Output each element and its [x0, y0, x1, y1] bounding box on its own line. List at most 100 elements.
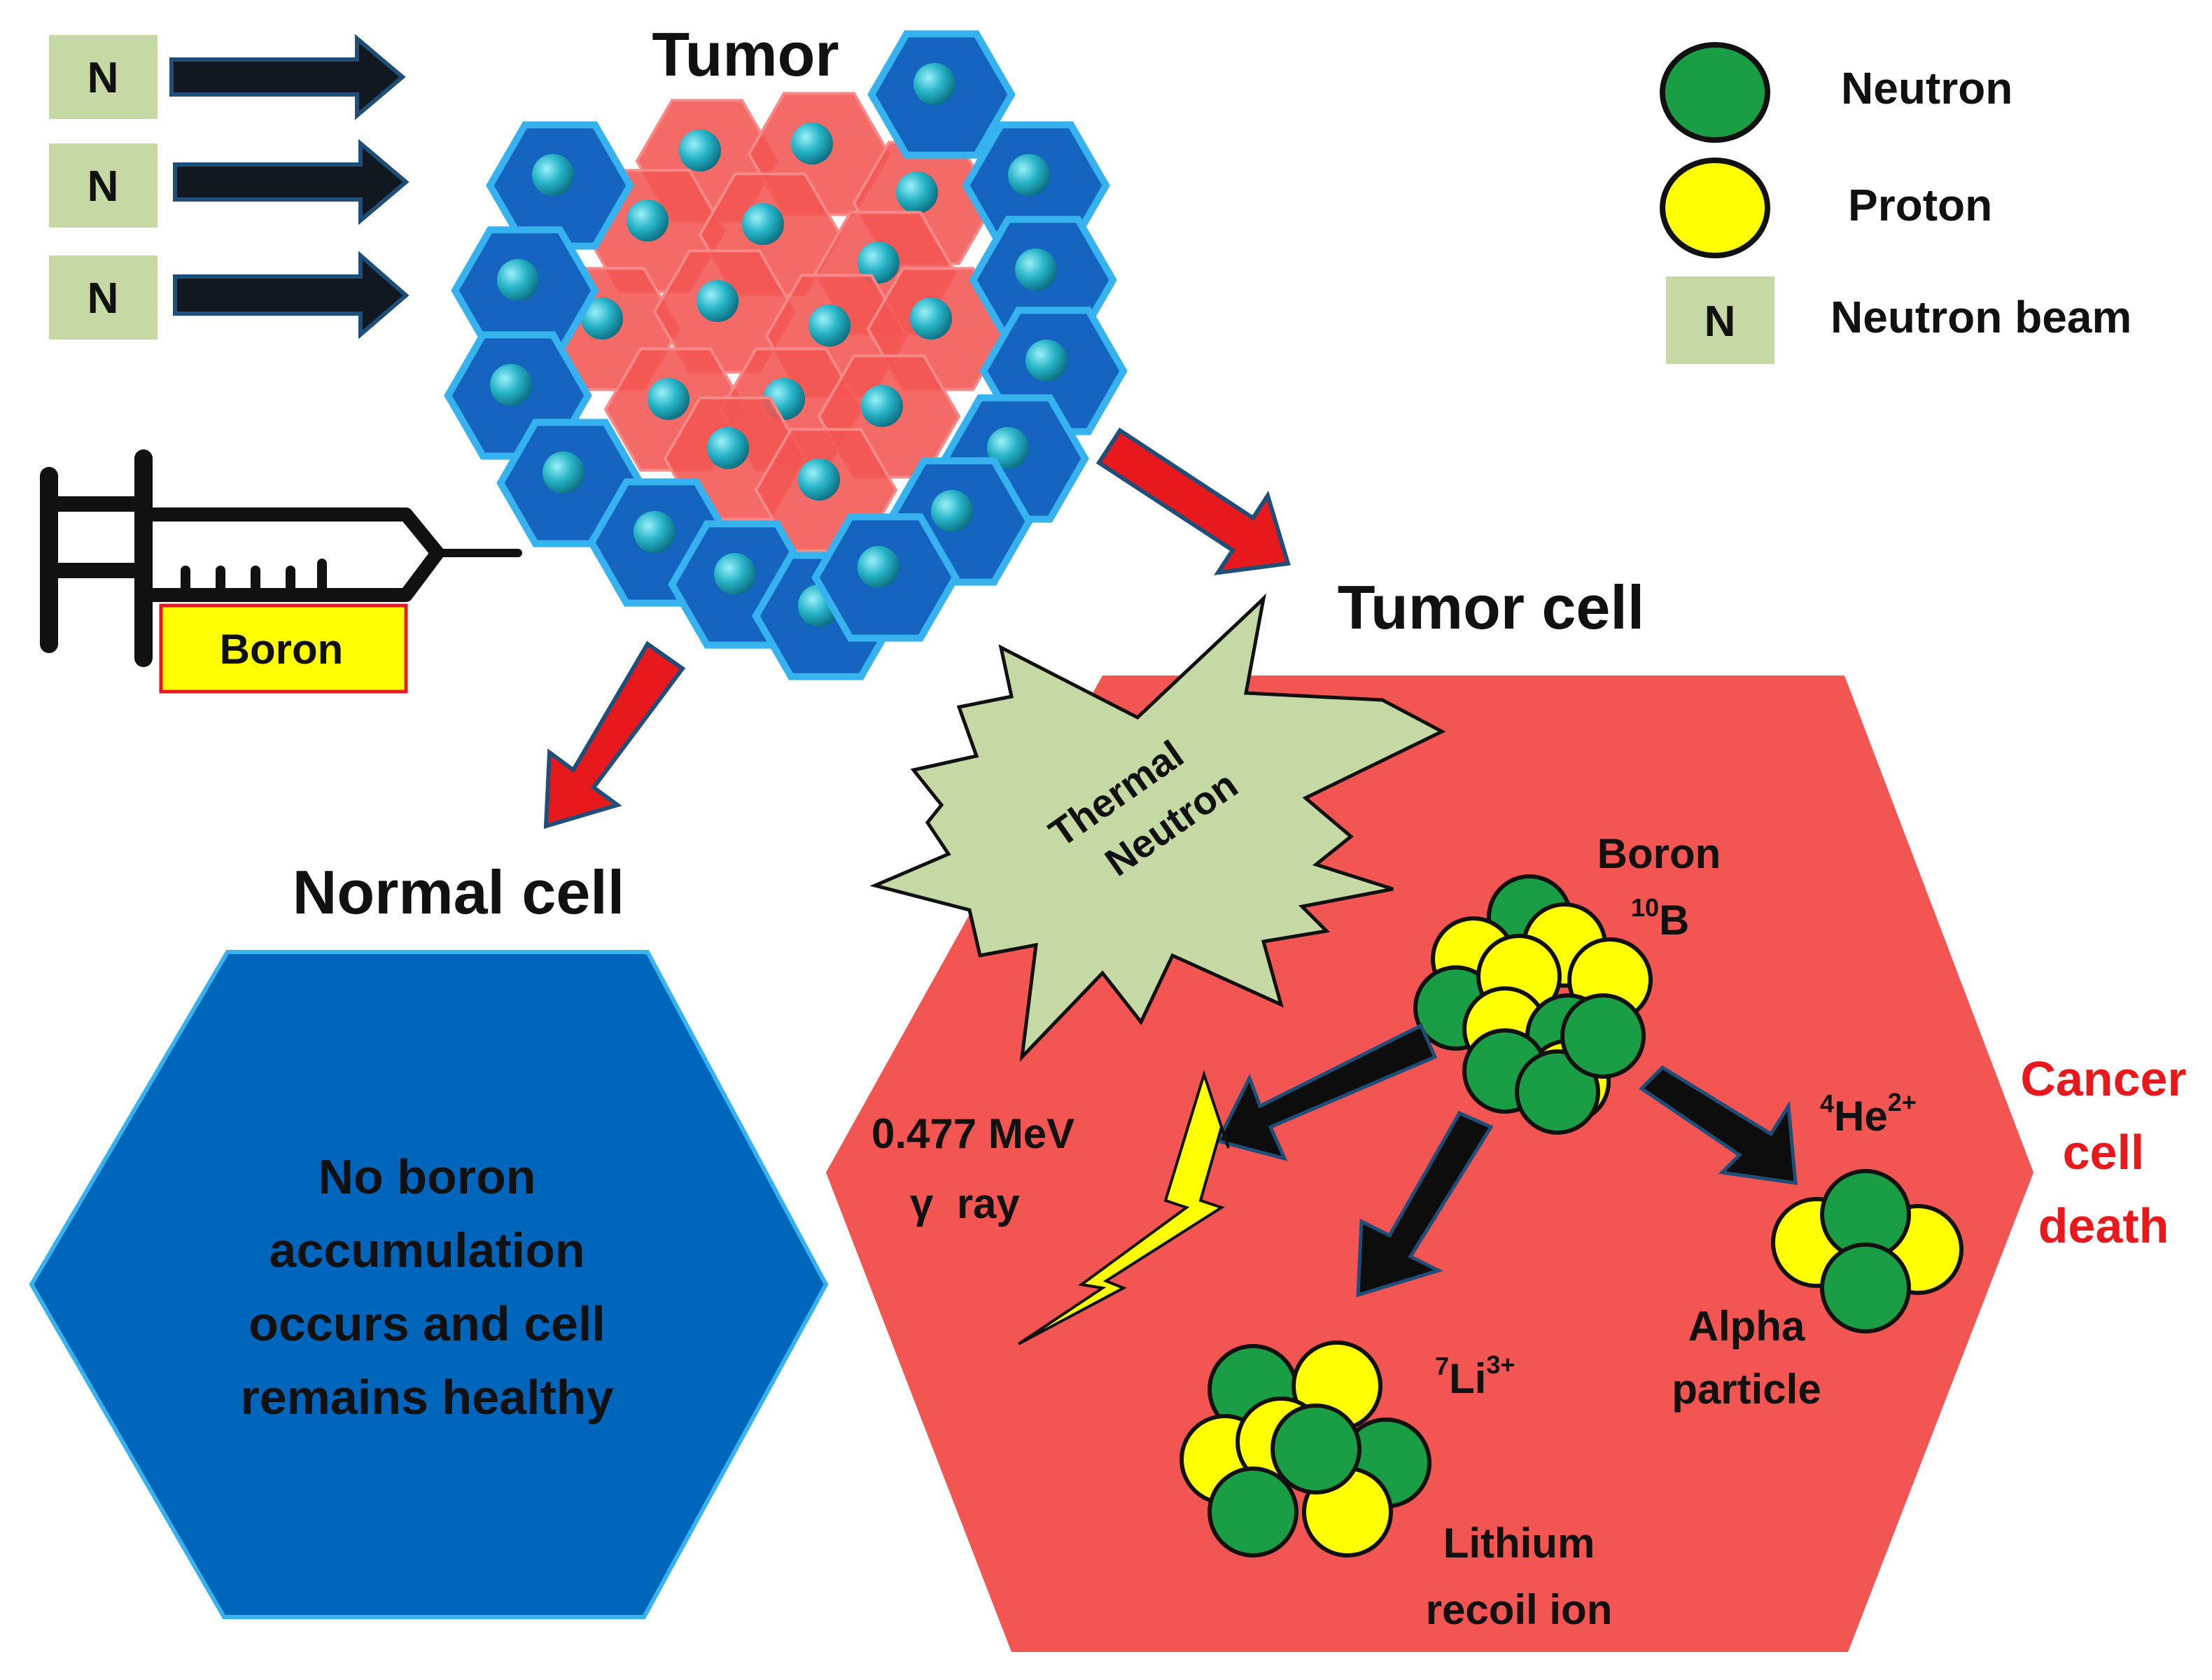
n-badge-label: N: [88, 162, 119, 211]
nucleus-icon: [858, 546, 899, 588]
normal-cell-line2: accumulation: [269, 1223, 584, 1278]
nucleus-icon: [896, 172, 938, 214]
n-badge-label: N: [88, 54, 119, 102]
b10-label: 10B: [1631, 893, 1689, 944]
lithium-label: 7Li3+: [1435, 1350, 1515, 1402]
lithium-symbol: Li: [1449, 1355, 1486, 1402]
nucleus-icon: [707, 427, 749, 469]
legend-neutron-beam: N Neutron beam: [1666, 276, 2132, 364]
beam-arrow-icon: [173, 139, 410, 225]
nucleus-icon: [1015, 248, 1057, 290]
cancer-death-line2: cell: [2063, 1125, 2145, 1180]
nucleus-icon: [931, 490, 973, 532]
gamma-ray-lightning-icon: [1017, 1070, 1230, 1345]
legend-proton: Proton: [1660, 158, 1992, 258]
syringe-label: Boron: [220, 626, 344, 673]
arrow-to-alpha-icon: [1639, 1065, 1798, 1185]
lithium-charge: 3+: [1486, 1350, 1515, 1379]
nucleus-icon: [1008, 154, 1050, 196]
nucleus-icon: [1026, 340, 1068, 382]
tumor-cluster: [444, 30, 1128, 680]
boron-10-nucleus: [1413, 874, 1653, 1135]
nucleus-icon: [542, 451, 584, 493]
lithium-label-line2: recoil ion: [1426, 1586, 1613, 1633]
boron-label: Boron: [1597, 830, 1721, 877]
tumor-cell-title: Tumor cell: [1338, 573, 1644, 642]
neutron-icon: [1660, 42, 1770, 143]
b10-mass-number: 10: [1631, 893, 1659, 922]
nucleus-icon: [581, 298, 623, 340]
arrow-to-gamma-icon: [1215, 1023, 1438, 1161]
cancer-death-line3: death: [2038, 1198, 2169, 1253]
nucleus-icon: [532, 154, 574, 196]
normal-cell-small: [811, 513, 960, 642]
thermal-neutron-burst-icon: [869, 593, 1446, 1063]
lithium-mass-number: 7: [1435, 1352, 1449, 1380]
n-badge: [49, 144, 158, 227]
b10-symbol: B: [1659, 897, 1689, 944]
normal-cell-small: [486, 121, 634, 250]
nucleus-icon: [634, 511, 676, 553]
gamma-ray-label: γ ray: [910, 1180, 1020, 1227]
neutron-beam: N N N: [49, 34, 410, 340]
legend-neutron: Neutron: [1660, 42, 2012, 143]
normal-cell-text: No boron accumulation occurs and cell re…: [241, 1149, 614, 1424]
nucleus-icon: [490, 364, 532, 406]
alpha-label-line2: particle: [1672, 1366, 1821, 1413]
nucleus-icon: [626, 200, 668, 241]
nucleus-icon: [808, 304, 850, 346]
nucleus-icon: [913, 63, 955, 105]
normal-cell-title: Normal cell: [293, 858, 624, 927]
helium-mass-number: 4: [1820, 1089, 1834, 1118]
beam-arrow-icon: [173, 251, 410, 340]
legend: Neutron Proton N Neutron beam: [1660, 42, 2132, 364]
n-badge: [1666, 276, 1774, 364]
gamma-energy-label: 0.477 MeV: [872, 1110, 1074, 1157]
nucleus-icon: [648, 378, 690, 420]
normal-cell: [29, 950, 829, 1619]
n-badge-label: N: [88, 274, 119, 323]
lithium-7-nucleus: [1180, 1340, 1432, 1558]
nucleus-icon: [798, 458, 840, 500]
legend-proton-label: Proton: [1848, 180, 1992, 230]
alpha-particle-nucleus: [1771, 1169, 1963, 1334]
boron-vial: [159, 603, 408, 694]
nucleus-icon: [714, 553, 756, 595]
beam-row-1: N: [49, 34, 406, 120]
legend-beam-badge: N: [1704, 298, 1736, 346]
arrow-to-lithium-icon: [1356, 1110, 1494, 1298]
legend-neutron-label: Neutron: [1841, 63, 2012, 113]
nucleus-icon: [742, 203, 784, 245]
proton-icon: [1660, 158, 1770, 258]
cancer-cell-death-text: Cancer cell death: [2020, 1051, 2186, 1253]
nucleus-icon: [679, 130, 721, 172]
normal-cell-line3: occurs and cell: [248, 1296, 606, 1351]
beam-row-3: N: [49, 251, 410, 340]
nucleus-icon: [987, 427, 1029, 469]
legend-beam-label: Neutron beam: [1830, 292, 2132, 342]
tumor-title: Tumor: [652, 20, 839, 89]
n-badge: [49, 255, 158, 340]
nucleus-icon: [861, 385, 903, 427]
nucleus-icon: [858, 241, 899, 284]
arrow-to-normal-cell-icon: [543, 640, 686, 830]
beam-row-2: N: [49, 139, 410, 227]
alpha-label-line1: Alpha: [1688, 1303, 1805, 1350]
nucleus-icon: [910, 298, 952, 340]
normal-cell-small: [867, 30, 1016, 159]
syringe-icon: [40, 449, 522, 667]
cancer-death-line1: Cancer: [2020, 1051, 2186, 1106]
arrow-to-tumor-cell-icon: [1096, 427, 1291, 575]
helium-charge: 2+: [1888, 1088, 1917, 1116]
lithium-label-line1: Lithium: [1443, 1520, 1595, 1567]
normal-cell-line1: No boron: [318, 1149, 536, 1204]
beam-arrow-icon: [169, 34, 406, 120]
helium-symbol: He: [1834, 1093, 1888, 1140]
normal-cell-line4: remains healthy: [241, 1370, 614, 1424]
nucleus-icon: [791, 122, 833, 164]
n-badge: [49, 35, 158, 119]
nucleus-icon: [696, 280, 738, 322]
helium-label: 4He2+: [1820, 1088, 1917, 1140]
nucleus-icon: [497, 259, 539, 301]
